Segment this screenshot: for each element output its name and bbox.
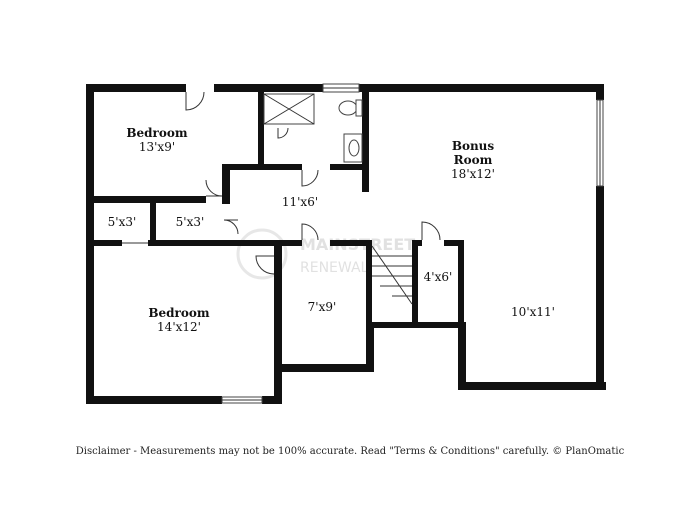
doors <box>122 91 441 275</box>
room-10x11-size: 10'x11' <box>511 305 555 319</box>
door-4x6 <box>421 221 441 241</box>
bonus-room-name-2: Room <box>454 153 493 167</box>
bath-fixtures <box>263 93 363 163</box>
disclaimer-text: Disclaimer - Measurements may not be 100… <box>75 446 625 457</box>
bedroom-top-name: Bedroom <box>126 126 187 140</box>
door-closet-b <box>223 219 239 235</box>
watermark: MAINSTREET RENEWAL <box>236 228 415 280</box>
toilet-icon <box>338 100 358 116</box>
windows <box>221 83 604 404</box>
door-7x9 <box>301 223 319 241</box>
door-hall-closet <box>301 169 319 187</box>
room-7x9-size: 7'x9' <box>308 300 337 314</box>
closet-b-size: 5'x3' <box>176 215 205 229</box>
interior-walls <box>86 92 464 368</box>
bedroom-bottom-size: 14'x12' <box>157 320 201 334</box>
door-bedroom-hall <box>205 179 223 197</box>
bonus-room-name-1: Bonus <box>452 139 495 153</box>
room-labels: Bedroom 13'x9' Bonus Room 18'x12' 11'x6'… <box>108 126 555 334</box>
watermark-line2: RENEWAL <box>300 260 369 276</box>
door-bedroom-bottom <box>255 255 275 275</box>
bonus-room-size: 18'x12' <box>451 167 495 181</box>
hall-size: 11'x6' <box>282 195 318 209</box>
room-4x6-size: 4'x6' <box>424 270 453 284</box>
bedroom-top-size: 13'x9' <box>139 140 175 154</box>
watermark-logo-icon <box>236 228 288 280</box>
door-bedroom-top <box>185 91 205 111</box>
bedroom-bottom-name: Bedroom <box>148 306 209 320</box>
stairs-icon <box>371 245 413 305</box>
door-bath <box>277 127 289 139</box>
closet-a-size: 5'x3' <box>108 215 137 229</box>
